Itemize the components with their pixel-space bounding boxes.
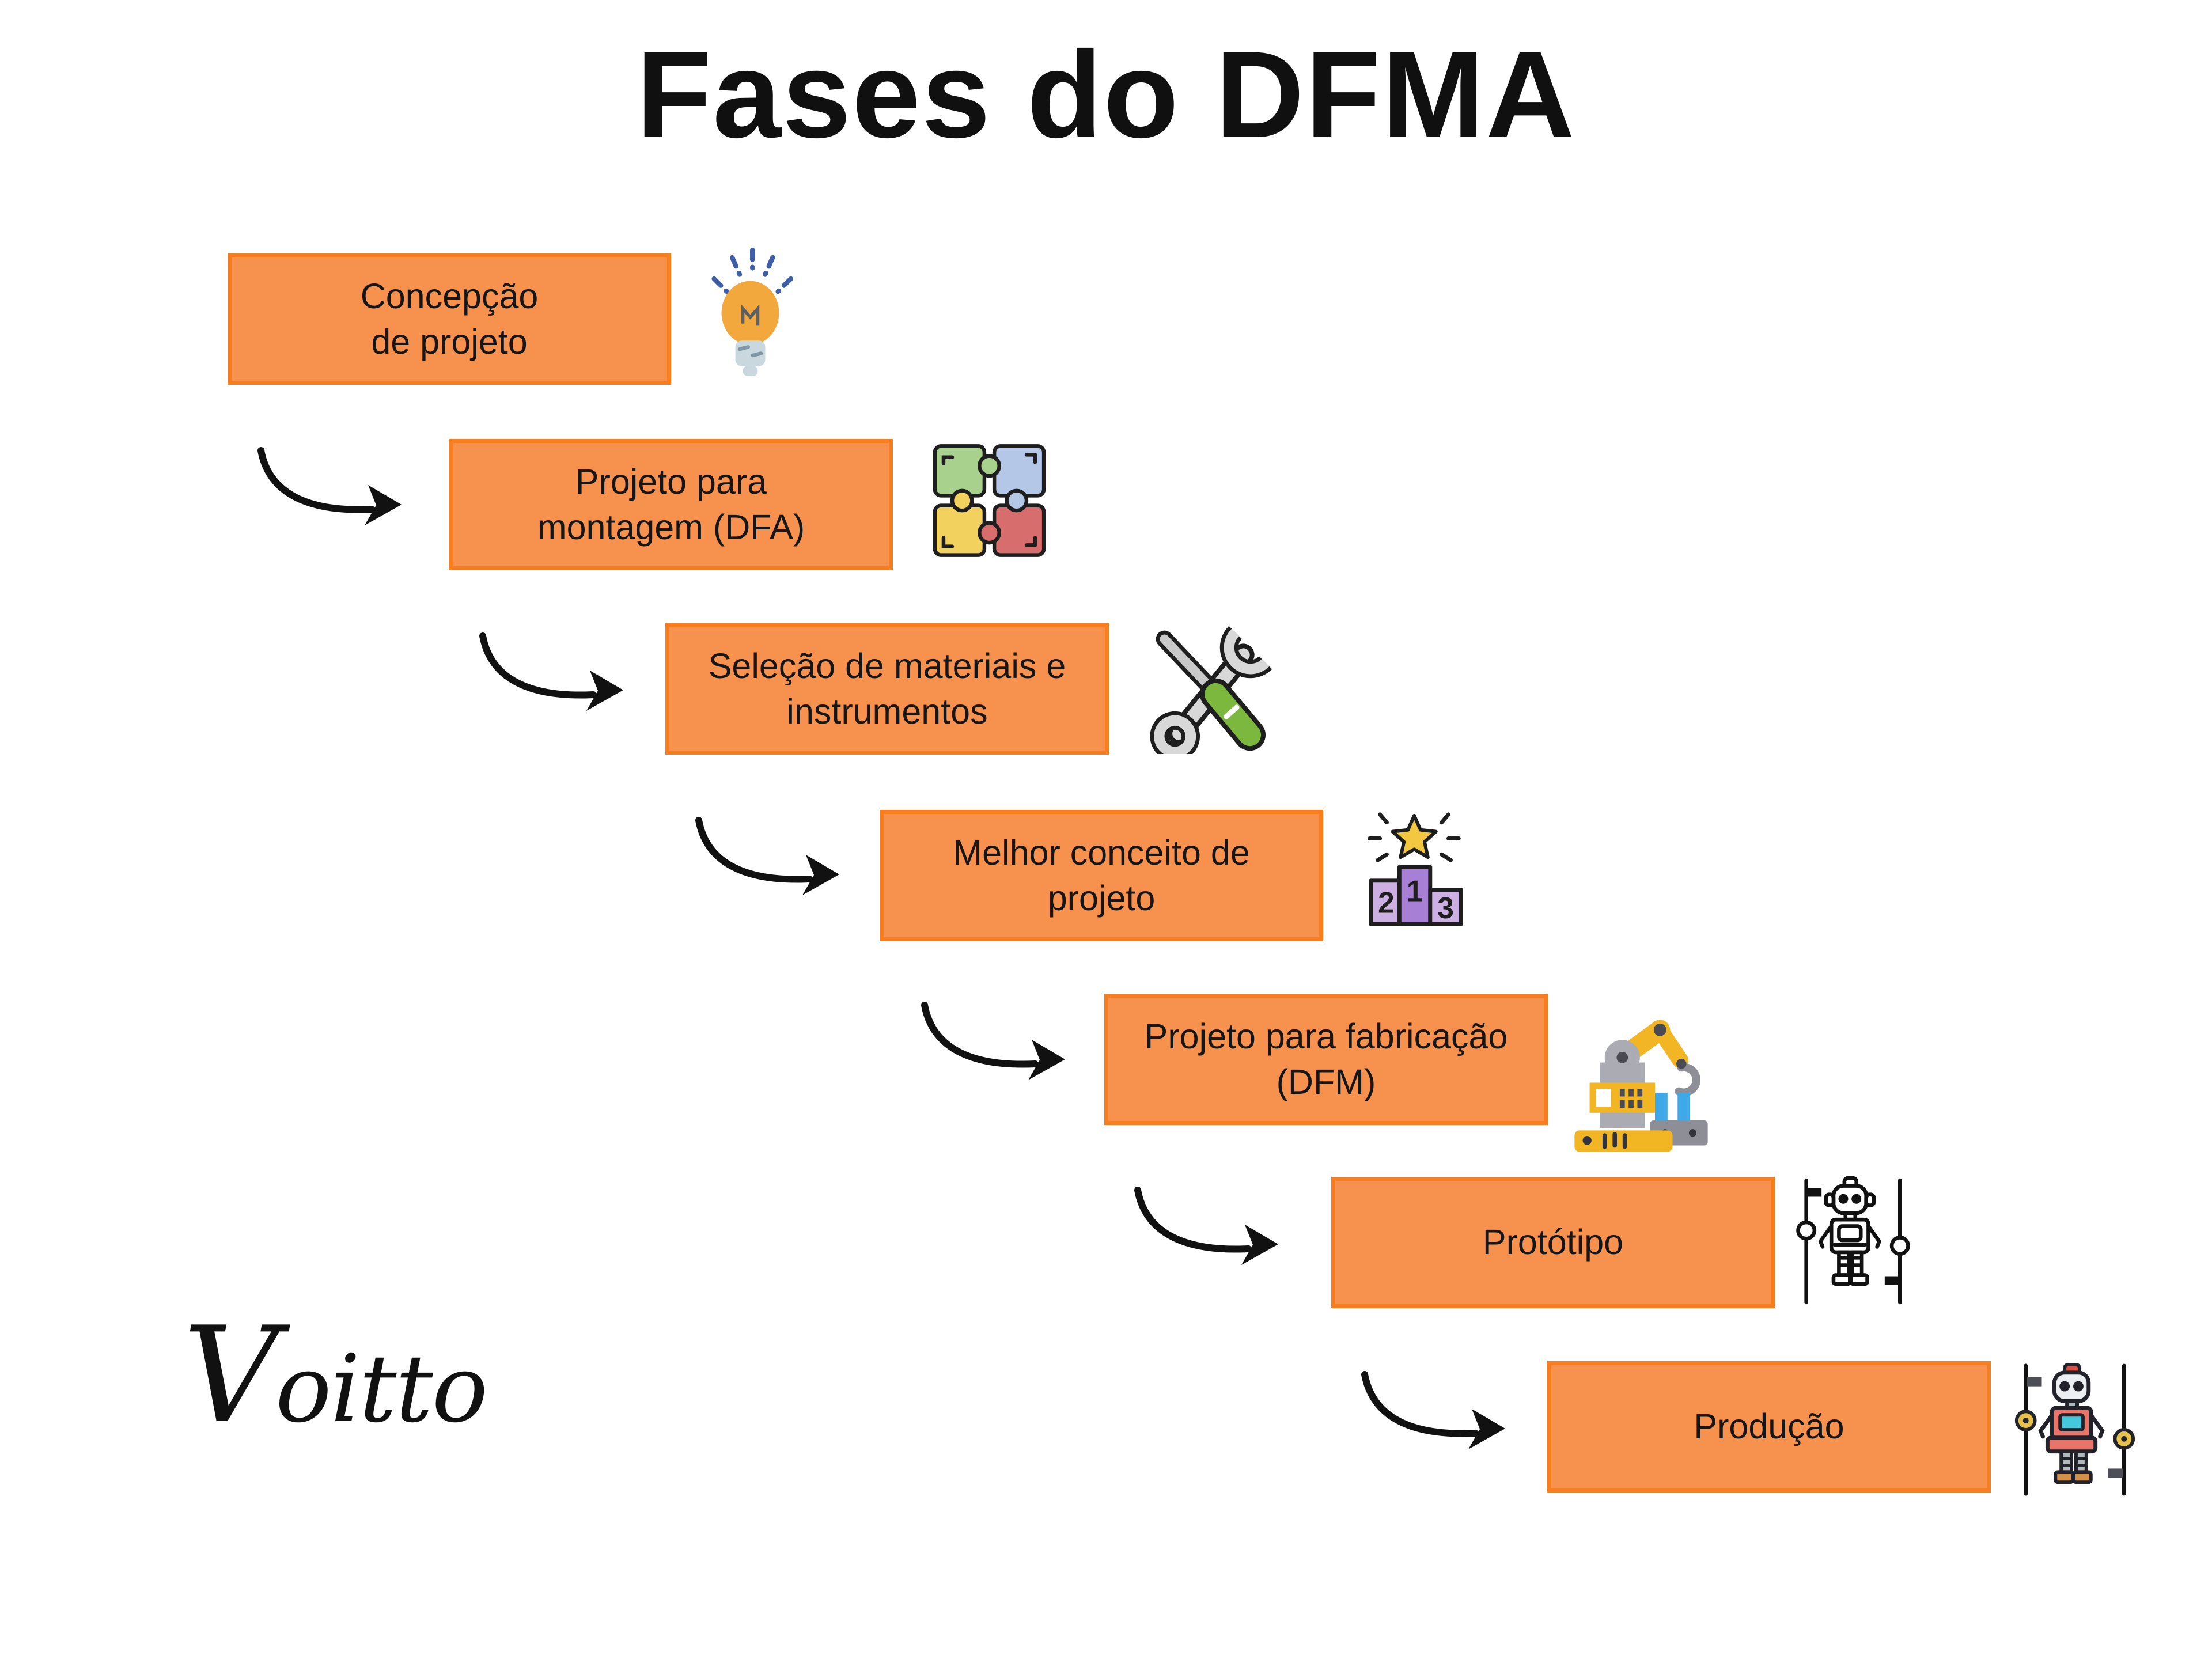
step-label-line2: de projeto: [371, 322, 528, 361]
arrow-step1-to-step2: [257, 447, 402, 525]
tools-icon: [1150, 626, 1272, 754]
voitto-logo: Voitto: [183, 1310, 488, 1444]
voitto-logo-v: V: [183, 1299, 279, 1453]
arrow-step3-to-step4: [695, 817, 839, 895]
svg-text:1: 1: [1407, 874, 1423, 908]
svg-text:3: 3: [1437, 891, 1454, 925]
step-label-line1: Produção: [1694, 1407, 1844, 1446]
step-label-line2: projeto: [1047, 878, 1156, 918]
step-label-line1: Seleção de materiais e: [708, 646, 1066, 685]
step-box: Melhor conceito de projeto: [880, 810, 1323, 941]
step-box: Protótipo: [1331, 1177, 1775, 1308]
step-box: Projeto para montagem (DFA): [449, 439, 893, 570]
robot-arm-icon: [1574, 1020, 1708, 1152]
production-robot-icon: [2014, 1362, 2135, 1496]
svg-text:2: 2: [1378, 885, 1395, 919]
step-box: Produção: [1547, 1361, 1991, 1493]
step-producao: Produção: [1547, 1361, 2181, 1534]
puzzle-icon: [933, 444, 1046, 557]
step-box: Seleção de materiais e instrumentos: [665, 623, 1109, 755]
arrow-step2-to-step3: [479, 632, 623, 711]
step-label-line1: Protótipo: [1482, 1222, 1624, 1262]
step-label-line1: Concepção: [360, 276, 539, 316]
step-label-line2: instrumentos: [786, 692, 988, 731]
step-prototipo: Protótipo: [1331, 1176, 1965, 1350]
step-box: Projeto para fabricação (DFM): [1104, 994, 1548, 1125]
step-melhor-conceito: Melhor conceito de projeto 2 1 3: [880, 810, 1513, 983]
step-concepcao-de-projeto: Concepção de projeto: [228, 247, 861, 426]
step-selecao-de-materiais: Seleção de materiais e instrumentos: [665, 623, 1299, 796]
step-label-line2: (DFM): [1276, 1062, 1376, 1101]
step-box: Concepção de projeto: [228, 253, 671, 385]
lightbulb-icon: [711, 247, 793, 376]
voitto-logo-rest: oitto: [275, 1335, 488, 1444]
arrow-step6-to-step7: [1361, 1371, 1505, 1449]
step-label-line2: montagem (DFA): [537, 507, 805, 547]
step-label-line1: Melhor conceito de: [953, 832, 1250, 872]
arrow-step5-to-step6: [1134, 1187, 1278, 1265]
prototype-robot-icon: [1796, 1176, 1910, 1305]
step-label-line1: Projeto para fabricação: [1144, 1016, 1508, 1056]
step-projeto-para-fabricacao-dfm: Projeto para fabricação (DFM): [1104, 994, 1738, 1166]
arrow-step4-to-step5: [921, 1002, 1065, 1080]
step-projeto-para-montagem-dfa: Projeto para montagem (DFA): [449, 439, 1083, 612]
page-title: Fases do DFMA: [636, 26, 1576, 164]
podium-icon: 2 1 3: [1368, 812, 1463, 926]
step-label-line1: Projeto para: [575, 461, 767, 501]
